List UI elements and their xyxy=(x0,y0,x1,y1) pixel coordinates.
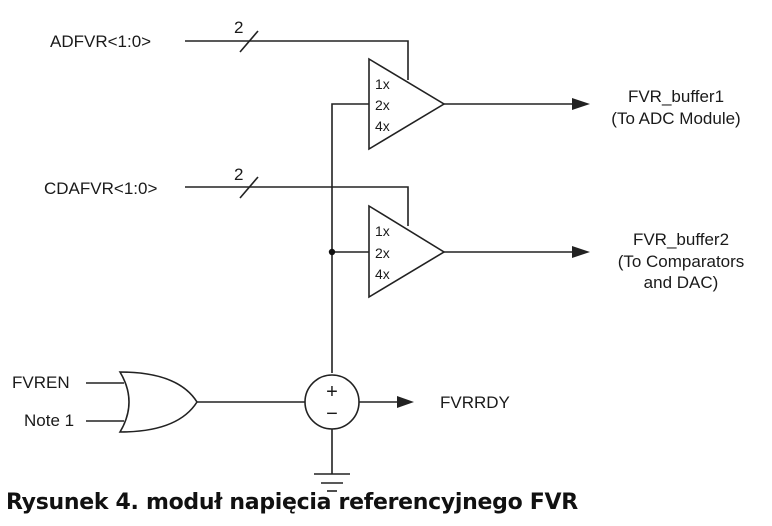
adfvr-bus-wire xyxy=(185,40,409,80)
fvrrdy-label: FVRRDY xyxy=(440,393,510,412)
plus-sign: + xyxy=(326,381,338,403)
ground-icon xyxy=(314,473,350,492)
figure-caption: Rysunek 4. moduł napięcia referencyjnego… xyxy=(6,490,578,515)
cdafvr-bus-slash xyxy=(239,176,259,199)
adfvr-bus-width: 2 xyxy=(234,18,243,37)
note1-label: Note 1 xyxy=(24,411,74,430)
adfvr-label: ADFVR<1:0> xyxy=(50,32,151,51)
buffer2-output-name: FVR_buffer2 xyxy=(633,230,729,249)
fvrrdy-arrow xyxy=(397,396,414,408)
minus-sign: − xyxy=(326,403,338,425)
buffer2-gain-4x: 4x xyxy=(375,266,390,282)
adfvr-bus-slash xyxy=(239,30,259,53)
buffer1-gain-1x: 1x xyxy=(375,76,390,92)
buffer1-output-desc: (To ADC Module) xyxy=(611,109,740,128)
cdafvr-bus-width: 2 xyxy=(234,165,243,184)
reference-voltage-wire xyxy=(331,103,369,373)
buffer1-output-name: FVR_buffer1 xyxy=(628,87,724,106)
or-gate xyxy=(118,371,198,433)
buffer2-output-desc-line2: and DAC) xyxy=(644,273,719,292)
buffer2-gain-1x: 1x xyxy=(375,223,390,239)
buffer1-gain-2x: 2x xyxy=(375,97,390,113)
cdafvr-label: CDAFVR<1:0> xyxy=(44,179,157,198)
buffer2-output-desc-line1: (To Comparators xyxy=(618,252,745,271)
fvren-label: FVREN xyxy=(12,373,70,392)
buffer2-gain-2x: 2x xyxy=(375,245,390,261)
buffer1-gain-4x: 4x xyxy=(375,118,390,134)
buffer2-output-arrow xyxy=(572,246,590,258)
buffer1-output-arrow xyxy=(572,98,590,110)
junction-dot xyxy=(328,248,336,256)
cdafvr-bus-wire xyxy=(185,186,409,226)
